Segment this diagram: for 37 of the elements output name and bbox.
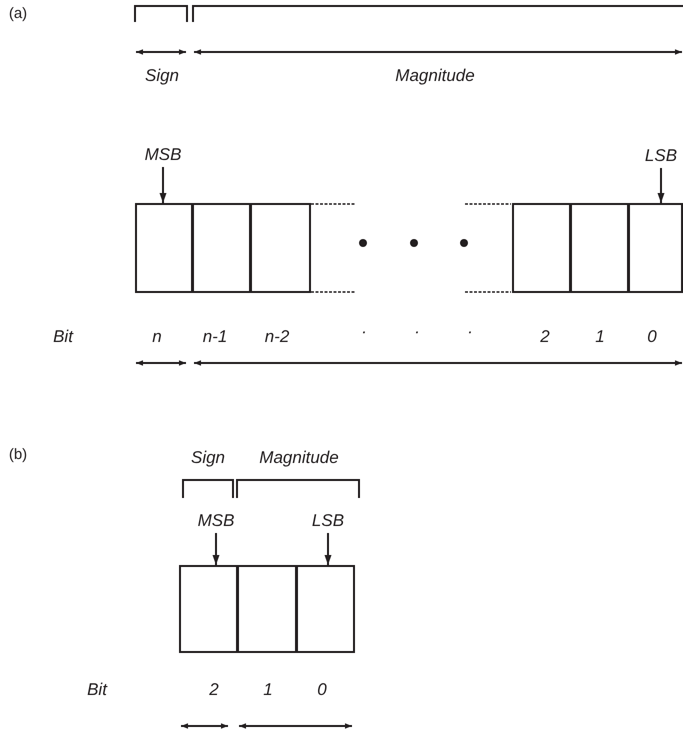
bit-number: 1 [263, 680, 273, 700]
bit-number: 0 [647, 327, 657, 347]
row-label: Bit [87, 680, 107, 700]
bit-cell [250, 203, 311, 293]
arrow [212, 533, 220, 565]
field-label: Sign [144, 66, 180, 86]
field-label: Magnitude [259, 448, 339, 468]
bit-number: 1 [595, 327, 605, 347]
field-label: Magnitude [395, 66, 475, 86]
arrow [324, 533, 332, 565]
ellipsis: · [361, 322, 367, 342]
bit-label: LSB [644, 146, 678, 166]
arrow [658, 168, 664, 203]
ellipsis: · [414, 322, 420, 342]
bit-cell [237, 565, 297, 653]
row-label: Bit [53, 327, 73, 347]
ellipsis: · [467, 322, 473, 342]
bit-number: 0 [317, 680, 327, 700]
bit-cell [570, 203, 629, 293]
bit-label: MSB [198, 511, 234, 531]
bit-cell [192, 203, 251, 293]
bit-number: 2 [209, 680, 219, 700]
bit-cell [179, 565, 238, 653]
field-label: Sign [190, 448, 226, 468]
arrow [160, 167, 166, 203]
bit-label: MSB [144, 145, 182, 165]
bit-number: n [152, 327, 162, 347]
bit-number: n-2 [264, 327, 290, 347]
bit-number: 2 [540, 327, 550, 347]
bit-label: LSB [312, 511, 344, 531]
bit-cell [512, 203, 571, 293]
bit-cell [135, 203, 193, 293]
bit-number: n-1 [202, 327, 228, 347]
bit-cell [628, 203, 683, 293]
bit-cell [296, 565, 355, 653]
panel-label: (a) [8, 4, 28, 24]
panel-label: (b) [8, 445, 28, 465]
